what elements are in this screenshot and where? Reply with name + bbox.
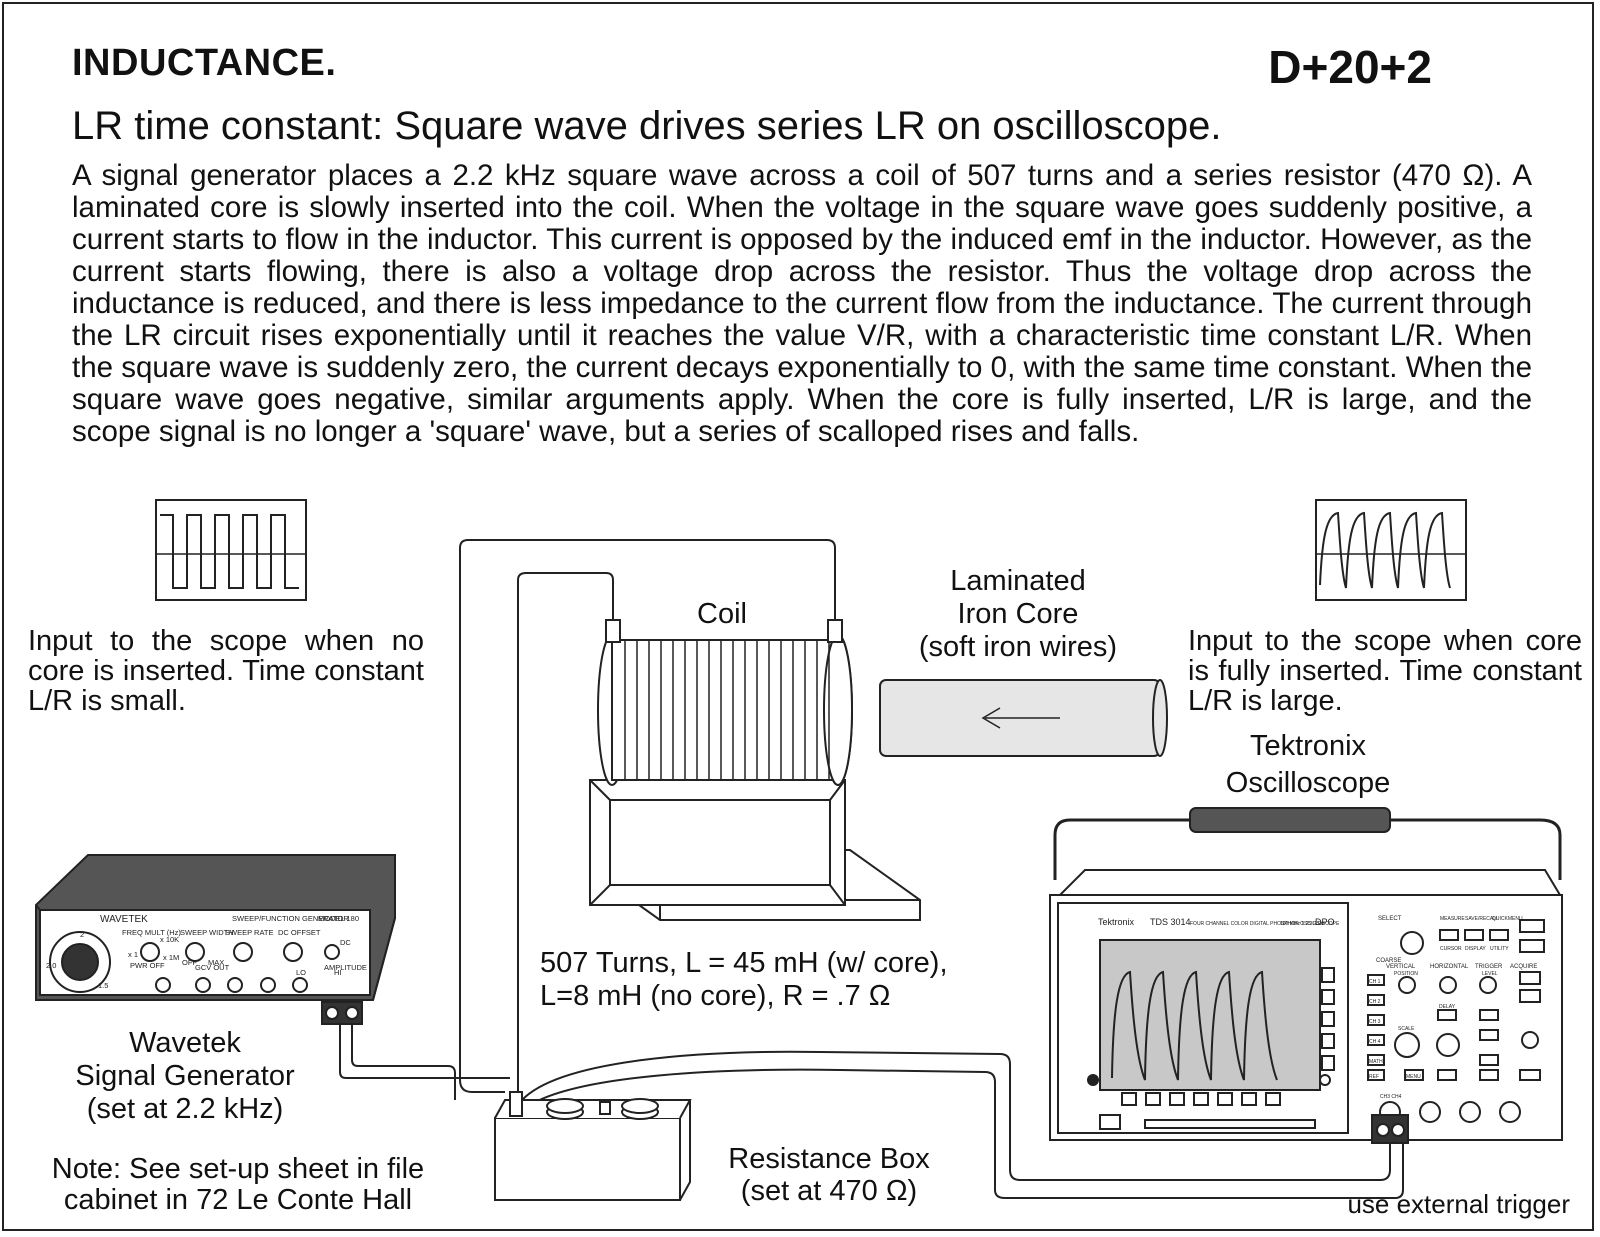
scope-measure: MEASURE: [1440, 916, 1465, 922]
rbox-label-1: Resistance Box: [728, 1143, 930, 1175]
scope-cursor: CURSOR: [1440, 946, 1462, 952]
scope-ch2: CH 2: [1369, 999, 1381, 1005]
full-core-caption: Input to the scope when core is fully in…: [1188, 625, 1582, 717]
gen-dial-20: 2.0: [46, 961, 56, 970]
core-label-2: Iron Core: [958, 598, 1079, 630]
gen-lo: LO: [296, 968, 306, 977]
gen-label-1: Wavetek: [129, 1027, 241, 1059]
gen-model: MODEL 180: [318, 914, 359, 923]
scope-menu: MENU: [1406, 1074, 1421, 1080]
scope-vertical: VERTICAL: [1386, 964, 1416, 970]
gen-max: MAX: [208, 958, 224, 967]
scope-display: DISPLAY: [1465, 946, 1486, 952]
square-wave-inset: [155, 499, 307, 601]
core-label-3: (soft iron wires): [919, 631, 1117, 663]
gen-dial-2: 2: [80, 930, 84, 939]
no-core-caption: Input to the scope when no core is inser…: [28, 625, 424, 717]
gen-dc-offset: DC OFFSET: [278, 928, 321, 937]
note-line-2: cabinet in 72 Le Conte Hall: [64, 1184, 412, 1216]
scope-position: POSITION: [1394, 971, 1418, 977]
scope-scale: SCALE: [1398, 1026, 1415, 1032]
scope-quickmenu: QUICKMENU: [1492, 916, 1523, 922]
scope-acquire: ACQUIRE: [1510, 964, 1537, 970]
gen-amplitude: AMPLITUDE: [324, 963, 367, 972]
gen-hi: HI: [334, 968, 342, 977]
scope-select: SELECT: [1378, 916, 1402, 922]
subtitle: LR time constant: Square wave drives ser…: [72, 104, 1222, 148]
scalloped-wave-inset: [1315, 499, 1467, 601]
coil-assembly: [589, 619, 921, 921]
page-title: INDUCTANCE.: [72, 42, 337, 84]
gen-label-2: Signal Generator: [75, 1060, 295, 1092]
scope-delay: DELAY: [1439, 1004, 1456, 1010]
trigger-note: use external trigger: [1347, 1189, 1570, 1219]
core-label-1: Laminated: [950, 565, 1085, 597]
gen-off: OFF: [182, 958, 197, 967]
scope-trigger: TRIGGER: [1475, 964, 1503, 970]
scope-coarse: COARSE: [1376, 958, 1401, 964]
resistance-box: [494, 1091, 692, 1201]
scope-ch3: CH 3: [1369, 1019, 1381, 1025]
scope-ext: CH3 CH4: [1380, 1094, 1402, 1100]
scope-ref: REF: [1369, 1074, 1379, 1080]
gen-x1: x 1: [128, 950, 138, 959]
gen-dial-15: 1.5: [98, 981, 108, 990]
scope-model: TDS 3014: [1150, 917, 1191, 927]
gen-gcv-out: GCV OUT: [195, 963, 230, 972]
gen-dc: DC: [340, 938, 351, 947]
iron-core: [879, 679, 1168, 757]
demo-code: D+20+2: [1268, 41, 1432, 93]
signal-generator: WAVETEK SWEEP/FUNCTION GENERATOR MODEL 1…: [35, 854, 396, 1025]
rbox-label-2: (set at 470 Ω): [741, 1175, 917, 1207]
gen-sweep-rate: SWEEP RATE: [225, 928, 273, 937]
scope-level: LEVEL: [1482, 971, 1498, 977]
gen-type: SWEEP/FUNCTION GENERATOR: [232, 914, 349, 923]
coil-spec-2: L=8 mH (no core), R = .7 Ω: [540, 980, 890, 1012]
coil-label: Coil: [697, 598, 747, 630]
description: A signal generator places a 2.2 kHz squa…: [72, 159, 1532, 448]
scope-dpo: DPO: [1315, 917, 1335, 927]
scope-spec: 100 MHz 1.25 GS/s: [1280, 921, 1324, 927]
gen-x10k: x 10K: [160, 935, 179, 944]
gen-label-3: (set at 2.2 kHz): [87, 1093, 284, 1125]
gen-brand: WAVETEK: [100, 914, 148, 925]
gen-sweep-width: SWEEP WIDTH: [180, 928, 234, 937]
scope-label-2: Oscilloscope: [1226, 767, 1390, 799]
scope-ch1: CH 1: [1369, 979, 1381, 985]
scope-utility: UTILITY: [1490, 946, 1509, 952]
scope-math: MATH: [1369, 1059, 1383, 1065]
gen-x1m: x 1M: [163, 953, 179, 962]
wiring: [339, 539, 1404, 1199]
scope-label-1: Tektronix: [1250, 730, 1367, 762]
scope-brand: Tektronix: [1098, 917, 1135, 927]
note-line-1: Note: See set-up sheet in file: [52, 1153, 424, 1185]
scope-ch4: CH 4: [1369, 1039, 1381, 1045]
coil-spec-1: 507 Turns, L = 45 mH (w/ core),: [540, 947, 948, 979]
oscilloscope: Tektronix TDS 3014 FOUR CHANNEL COLOR DI…: [1049, 807, 1563, 1144]
scope-horizontal: HORIZONTAL: [1430, 964, 1469, 970]
gen-freq-mult: FREQ MULT (Hz): [122, 928, 181, 937]
scope-save-recall: SAVE/RECALL: [1465, 916, 1499, 922]
gen-pwr-off: PWR OFF: [130, 961, 165, 970]
scope-desc: FOUR CHANNEL COLOR DIGITAL PHOSPHOR OSCI…: [1190, 921, 1340, 927]
